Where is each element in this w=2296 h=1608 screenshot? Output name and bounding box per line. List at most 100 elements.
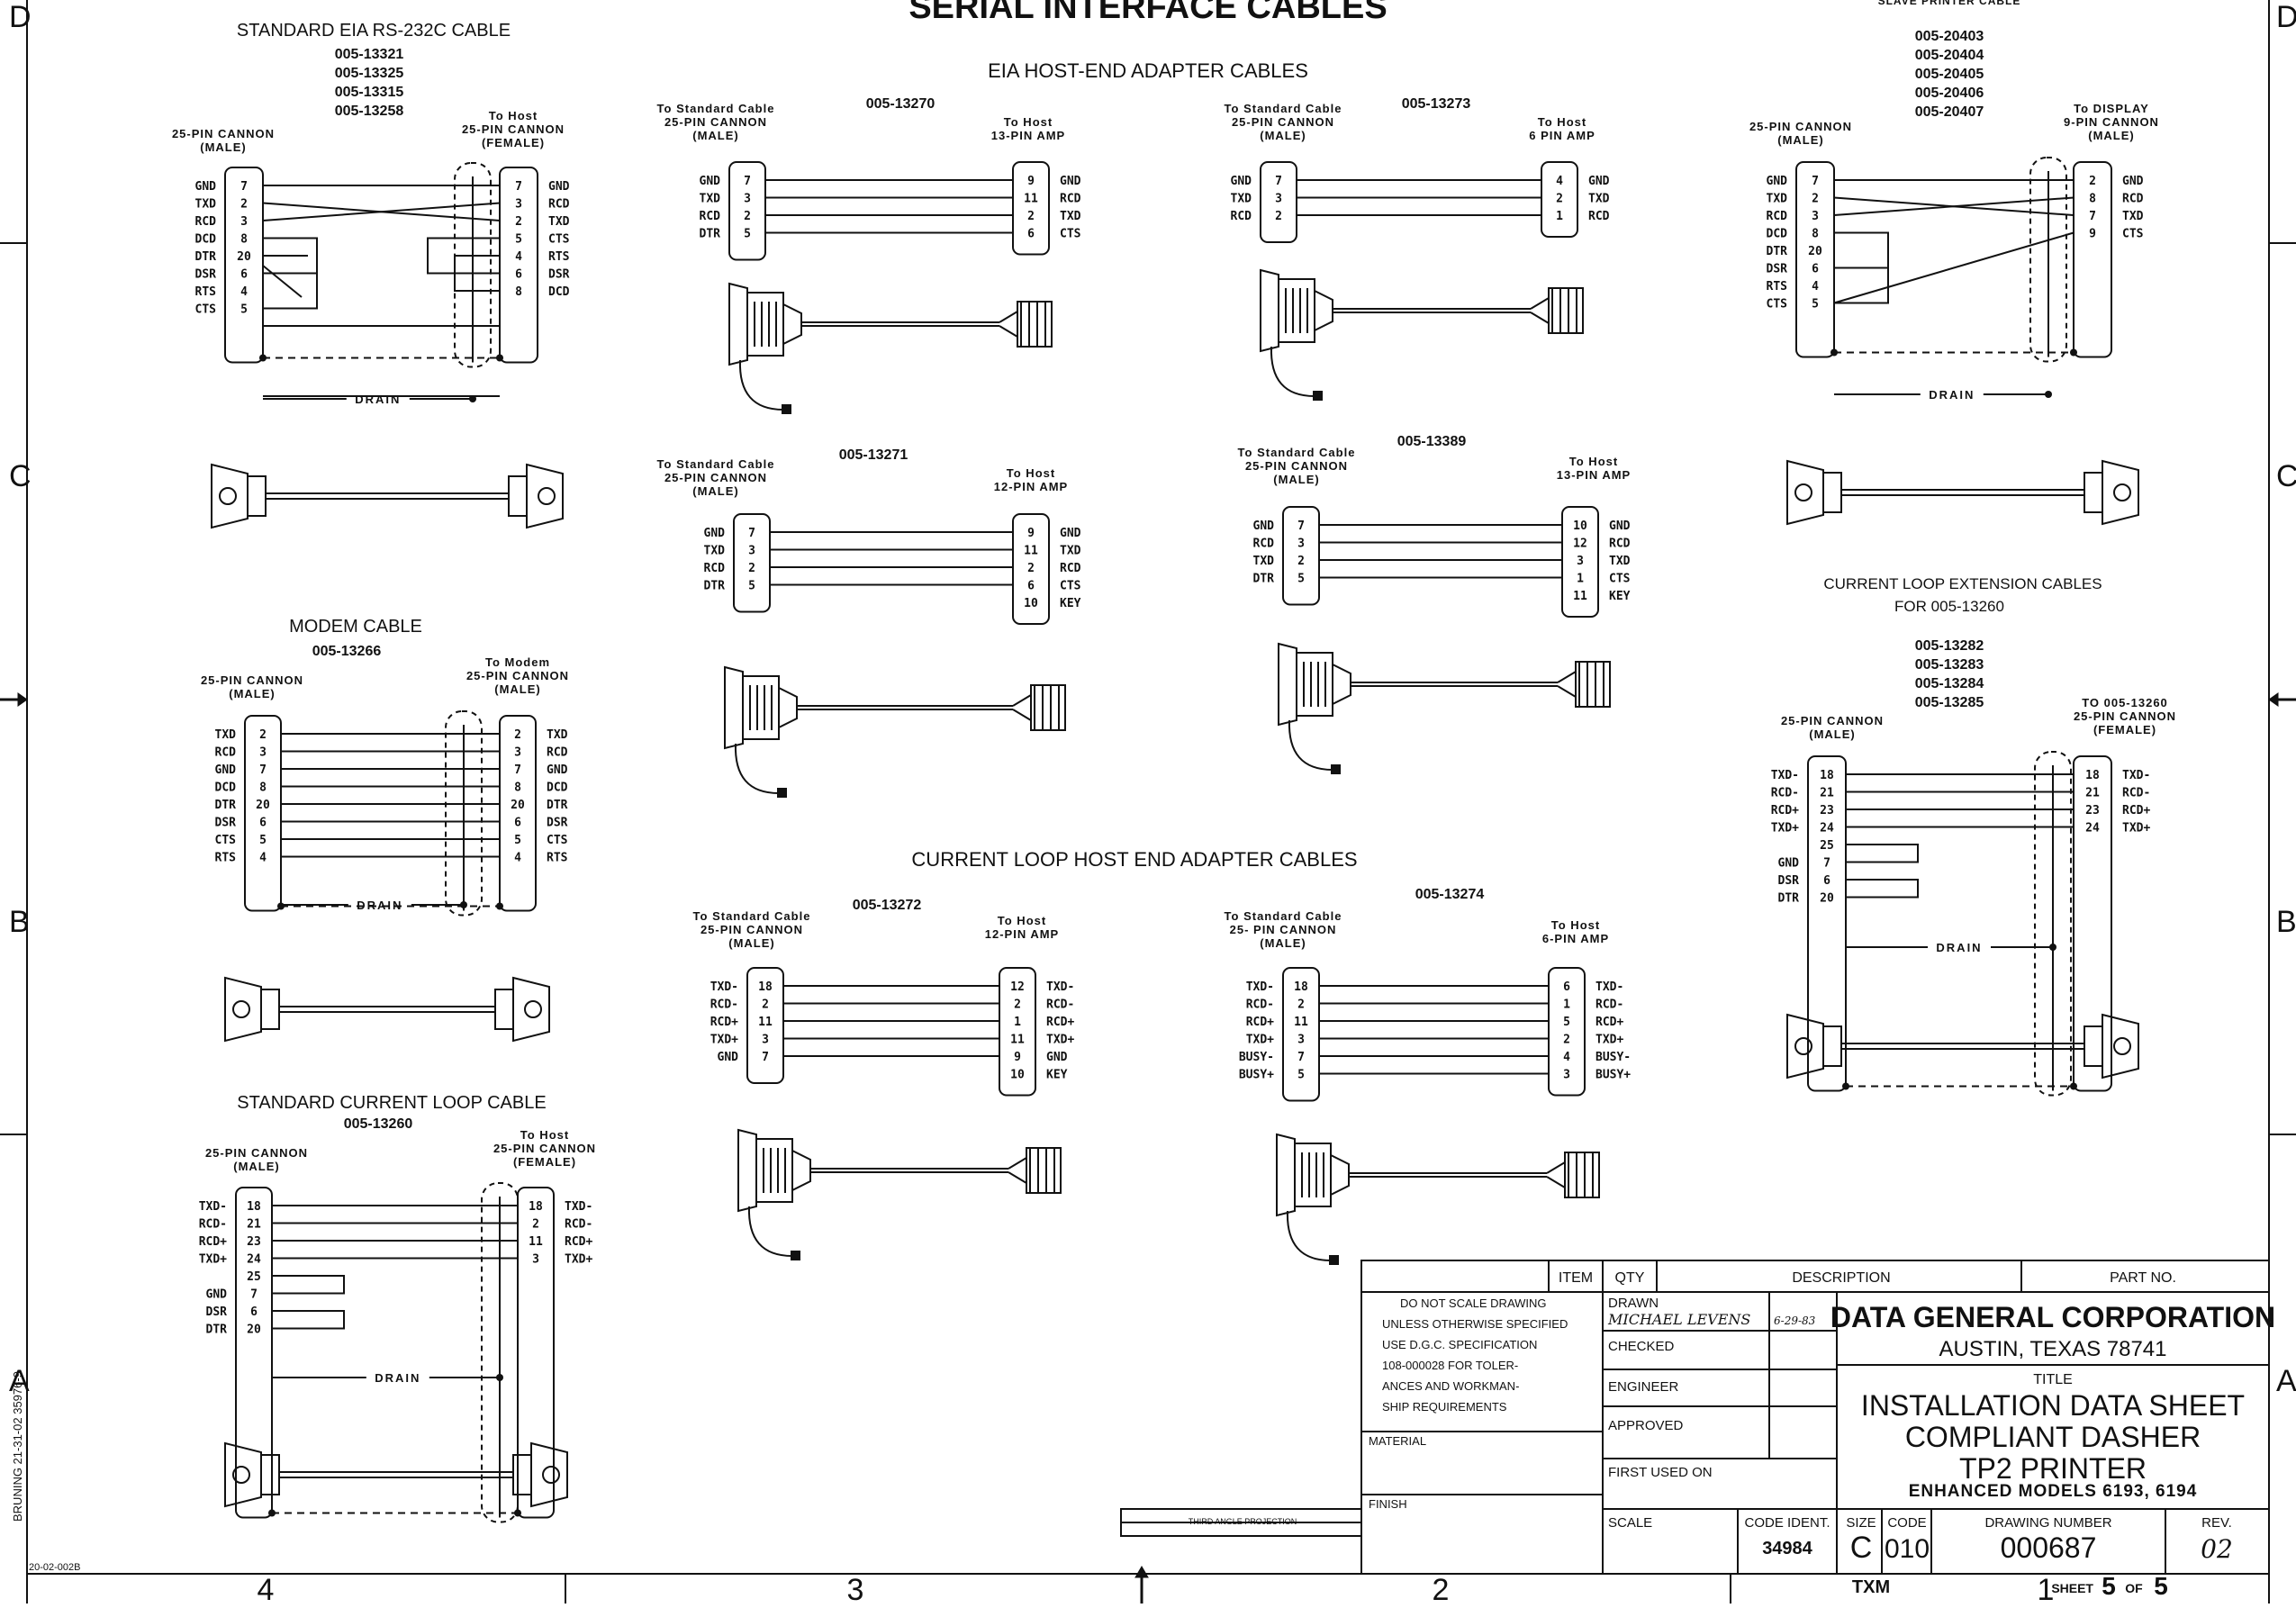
adapter-13271-assembly xyxy=(724,665,1066,798)
pin-signal-label: RCD+ xyxy=(710,1016,738,1029)
txm-label: TXM xyxy=(1852,1577,1890,1597)
pin-number: 10 xyxy=(1573,519,1587,533)
pin-number: 7 xyxy=(1297,1051,1305,1064)
right-connector-shell xyxy=(1561,506,1599,618)
right-connector-shell xyxy=(499,715,537,912)
pin-signal-label: CTS xyxy=(548,233,570,247)
pin-number: 2 xyxy=(1027,562,1035,575)
amp-connector xyxy=(1548,287,1584,334)
part-number: 005-13266 xyxy=(312,644,382,659)
part-number: 005-13389 xyxy=(1397,434,1467,449)
adapter-13273-assembly xyxy=(1260,268,1584,401)
pin-number: 11 xyxy=(1024,193,1038,206)
loopback xyxy=(272,1310,345,1330)
connector-header: 6-PIN AMP xyxy=(1542,932,1609,945)
connector-screw xyxy=(1794,1037,1812,1055)
pin-number: 8 xyxy=(2089,193,2096,206)
std-eia-assembly xyxy=(211,463,564,529)
zone-number: 2 xyxy=(1433,1573,1450,1603)
connector-header: To Standard Cable xyxy=(657,457,775,471)
connector-hood xyxy=(494,989,514,1030)
left-connector-shell xyxy=(1795,161,1835,358)
part-number: 005-13315 xyxy=(335,85,404,100)
pin-signal-label: DCD xyxy=(195,233,217,247)
pin-signal-label: TXD xyxy=(1588,193,1610,206)
connector-header: 25-PIN CANNON xyxy=(1749,120,1852,133)
pin-signal-label: RCD- xyxy=(710,998,738,1012)
left-connector-shell xyxy=(224,167,264,364)
pin-number: 3 xyxy=(1563,1069,1570,1082)
pin-signal-label: TXD xyxy=(1231,193,1252,206)
connector-body xyxy=(224,976,262,1043)
code-ident-label: CODE IDENT. xyxy=(1744,1515,1830,1531)
pin-signal-label: TXD- xyxy=(1595,980,1623,994)
pin-number: 4 xyxy=(1563,1051,1570,1064)
ground-node xyxy=(496,1374,503,1381)
pin-signal-label: RTS xyxy=(195,285,217,299)
pin-number: 4 xyxy=(1812,280,1819,294)
connector-body xyxy=(211,463,249,529)
part-number: 005-13285 xyxy=(1915,695,1984,710)
pin-number: 2 xyxy=(2089,175,2096,188)
pin-signal-label: DTR xyxy=(206,1323,228,1337)
connector-header: (MALE) xyxy=(692,484,739,498)
dsub-body xyxy=(746,292,784,357)
pin-signal-label: CTS xyxy=(195,303,217,317)
connector-header: 25-PIN CANNON xyxy=(701,923,803,936)
pin-signal-label: DTR xyxy=(1767,245,1788,258)
pin-signal-label: GND xyxy=(1060,527,1081,540)
adapter-13272-assembly xyxy=(737,1128,1062,1260)
zone-letter-right: B xyxy=(2276,905,2296,939)
connector-screw xyxy=(232,1000,250,1018)
connector-header: 25-PIN CANNON xyxy=(201,673,303,687)
approved-label: APPROVED xyxy=(1608,1418,1684,1433)
dsub-boot xyxy=(1330,1153,1350,1197)
pin-number: 20 xyxy=(256,799,270,812)
wire xyxy=(262,202,501,221)
pin-number: 3 xyxy=(514,746,521,760)
pin-signal-label: TXD- xyxy=(565,1200,592,1214)
connector-hood xyxy=(508,475,528,517)
connector-hood xyxy=(2084,472,2103,513)
tolerance-note: ANCES AND WORKMAN- xyxy=(1382,1379,1519,1393)
drain-lead xyxy=(747,1206,793,1257)
connector-header: To Standard Cable xyxy=(693,909,811,923)
tolerance-note: UNLESS OTHERWISE SPECIFIED xyxy=(1382,1317,1568,1331)
scale-label: SCALE xyxy=(1608,1515,1652,1531)
tolerance-note: DO NOT SCALE DRAWING xyxy=(1400,1296,1547,1310)
item-header: ITEM xyxy=(1559,1270,1593,1286)
dsub-flange xyxy=(1276,1133,1296,1217)
connector-header: To Standard Cable xyxy=(1225,909,1342,923)
connector-header: 25-PIN CANNON xyxy=(172,127,275,140)
part-number: 005-13258 xyxy=(335,104,404,119)
pin-number: 25 xyxy=(1820,839,1834,853)
drain-lug xyxy=(1313,391,1323,401)
wire xyxy=(262,265,303,298)
left-connector-shell xyxy=(733,513,771,613)
connector-header: (FEMALE) xyxy=(482,136,545,149)
qty-header: QTY xyxy=(1615,1270,1645,1286)
pin-signal-label: DTR xyxy=(1253,573,1275,586)
pin-signal-label: RCD+ xyxy=(1246,1016,1274,1029)
drain-label-bg xyxy=(348,896,411,914)
pin-number: 18 xyxy=(2085,769,2100,782)
pin-signal-label: GND xyxy=(1778,857,1800,871)
pin-number: 7 xyxy=(515,180,522,194)
pin-number: 3 xyxy=(1275,193,1282,206)
cable-shield xyxy=(445,710,483,917)
connector-hood xyxy=(260,1454,280,1495)
dsub-boot xyxy=(1332,663,1351,706)
drawn-date: 6-29-83 xyxy=(1774,1314,1816,1327)
company-name: DATA GENERAL CORPORATION xyxy=(1830,1301,2275,1333)
right-connector-shell xyxy=(1541,161,1578,238)
company-location: AUSTIN, TEXAS 78741 xyxy=(1939,1337,2166,1361)
pin-number: 18 xyxy=(1294,980,1308,994)
pin-signal-label: DTR xyxy=(700,228,721,241)
part-number: 005-13272 xyxy=(853,898,922,913)
left-connector-shell xyxy=(244,715,282,912)
pin-signal-label: TXD+ xyxy=(1771,822,1799,836)
pin-signal-label: DTR xyxy=(215,799,237,812)
